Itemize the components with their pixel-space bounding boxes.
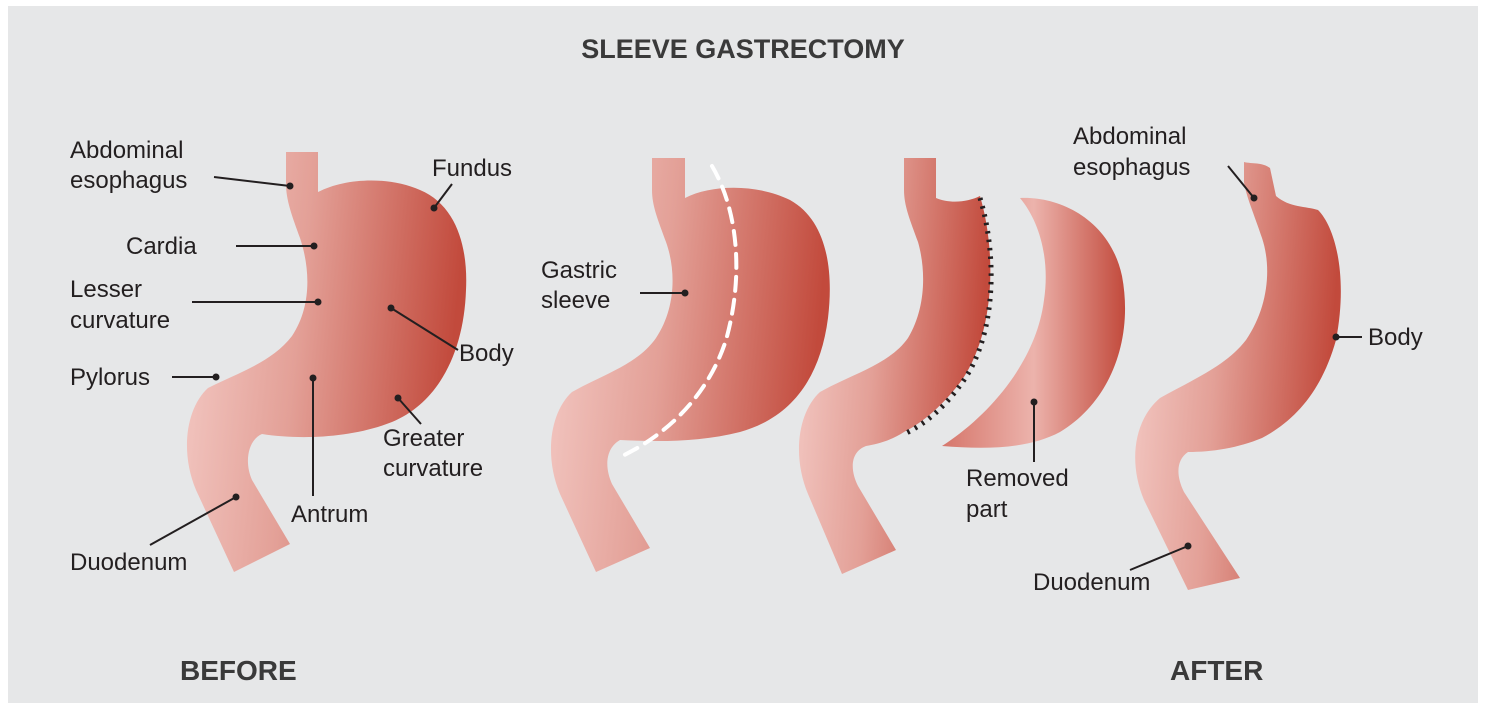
label-abdominal-esophagus-line2: esophagus [70, 167, 187, 194]
label-removed-part-line2: part [966, 496, 1008, 523]
label-fundus: Fundus [432, 155, 512, 182]
stomach-cut-line: Gastric sleeve [541, 158, 830, 572]
point-greater-curvature [395, 395, 402, 402]
label-removed-part-line1: Removed [966, 465, 1069, 492]
leader-fundus [434, 184, 452, 208]
label-abdominal-esophagus-line1: Abdominal [70, 137, 183, 164]
leader-abdominal-esophagus [214, 177, 290, 186]
phase-before-label: BEFORE [180, 655, 297, 686]
label-gastric-sleeve-line2: sleeve [541, 287, 610, 314]
point-after-body [1333, 334, 1340, 341]
label-duodenum: Duodenum [70, 549, 187, 576]
label-after-body: Body [1368, 324, 1423, 351]
phase-after-label: AFTER [1170, 655, 1263, 686]
point-duodenum [233, 494, 240, 501]
point-pylorus [213, 374, 220, 381]
stomach-sleeve-separated: Removed part [799, 158, 1125, 574]
point-abdominal-esophagus [287, 183, 294, 190]
stomach-after [1135, 162, 1341, 590]
label-cardia: Cardia [126, 233, 197, 260]
label-after-duodenum: Duodenum [1033, 569, 1150, 596]
point-after-abdominal-esophagus [1251, 195, 1258, 202]
label-after-abdominal-esophagus-line1: Abdominal [1073, 123, 1186, 150]
point-fundus [431, 205, 438, 212]
label-gastric-sleeve-line1: Gastric [541, 257, 617, 284]
label-greater-curvature-line2: curvature [383, 455, 483, 482]
diagram-title: SLEEVE GASTRECTOMY [581, 34, 905, 64]
label-antrum: Antrum [291, 501, 368, 528]
label-lesser-curvature-line2: curvature [70, 307, 170, 334]
point-body [388, 305, 395, 312]
label-after-abdominal-esophagus-line2: esophagus [1073, 154, 1190, 181]
point-removed-part [1031, 399, 1038, 406]
label-lesser-curvature-line1: Lesser [70, 276, 142, 303]
label-body: Body [459, 340, 514, 367]
point-gastric-sleeve [682, 290, 689, 297]
label-greater-curvature-line1: Greater [383, 425, 464, 452]
point-antrum [310, 375, 317, 382]
label-pylorus: Pylorus [70, 364, 150, 391]
point-after-duodenum [1185, 543, 1192, 550]
point-cardia [311, 243, 318, 250]
point-lesser-curvature [315, 299, 322, 306]
